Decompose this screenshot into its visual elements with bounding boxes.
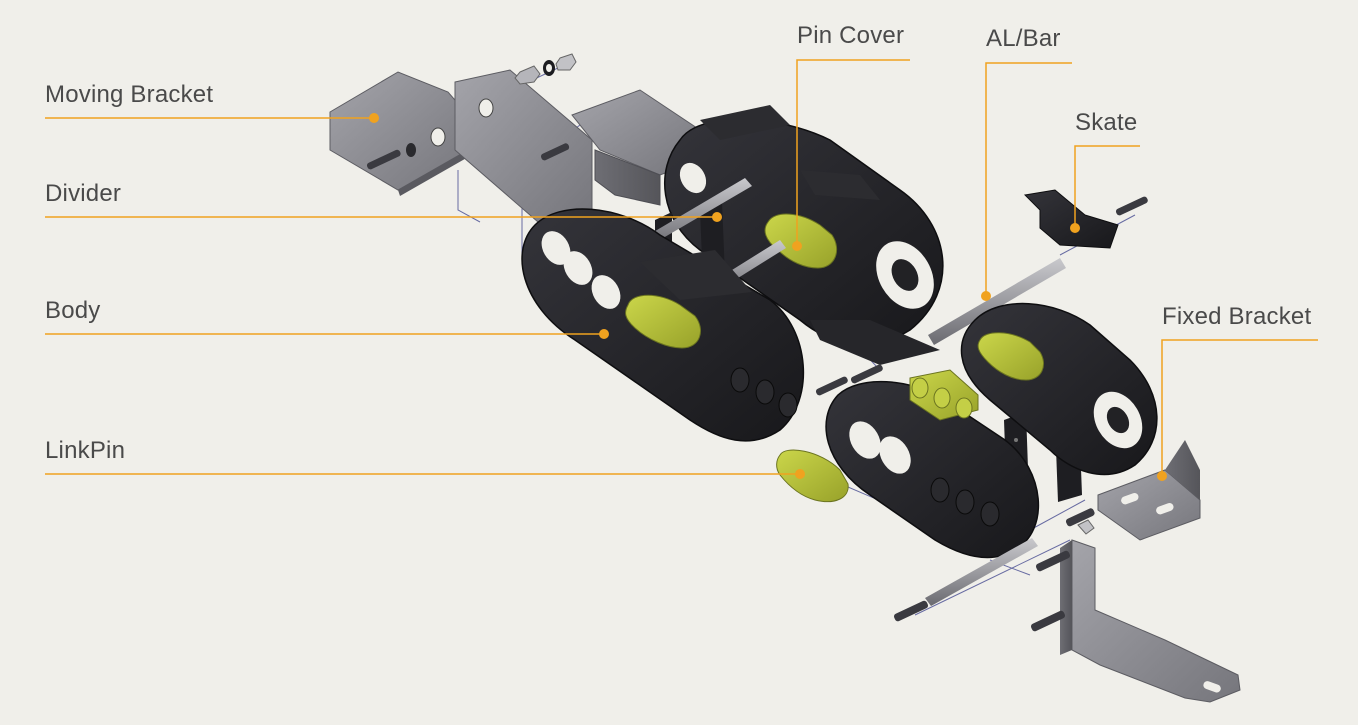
linkpin-part	[776, 449, 849, 503]
label-fixed-bracket: Fixed Bracket	[1162, 303, 1312, 330]
label-al-bar: AL/Bar	[986, 25, 1061, 52]
bottom-bracket-part	[1060, 539, 1241, 703]
leader-pin-cover	[796, 59, 910, 246]
dot-divider	[712, 212, 722, 222]
callout-dots	[369, 113, 1167, 481]
leader-skate	[1074, 145, 1140, 228]
dot-fixed-bracket	[1157, 471, 1167, 481]
leader-al-bar	[985, 62, 1072, 296]
dot-moving-bracket	[369, 113, 379, 123]
dot-al-bar	[981, 291, 991, 301]
callout-leader-lines	[45, 59, 1318, 476]
body-link	[521, 208, 805, 442]
dot-skate	[1070, 223, 1080, 233]
right-chain-link	[960, 302, 1158, 476]
leader-fixed-bracket	[1161, 339, 1318, 476]
label-divider: Divider	[45, 180, 122, 207]
label-moving-bracket: Moving Bracket	[45, 81, 214, 108]
upper-chain-link	[663, 105, 944, 346]
pin-cluster	[909, 369, 979, 421]
label-body: Body	[45, 297, 101, 324]
al-bar-rod	[928, 258, 1066, 345]
lower-chain-link	[825, 380, 1040, 559]
label-linkpin: LinkPin	[45, 437, 126, 464]
dot-pin-cover	[792, 241, 802, 251]
moving-bracket-part	[329, 53, 701, 228]
label-pin-cover: Pin Cover	[797, 22, 905, 49]
label-skate: Skate	[1075, 109, 1138, 136]
fixed-bracket-part	[1097, 440, 1201, 541]
dot-body	[599, 329, 609, 339]
slider-block	[810, 320, 940, 365]
dot-linkpin	[795, 469, 805, 479]
skate-part	[1023, 189, 1148, 249]
bottom-rods-and-bolts	[815, 364, 1095, 632]
